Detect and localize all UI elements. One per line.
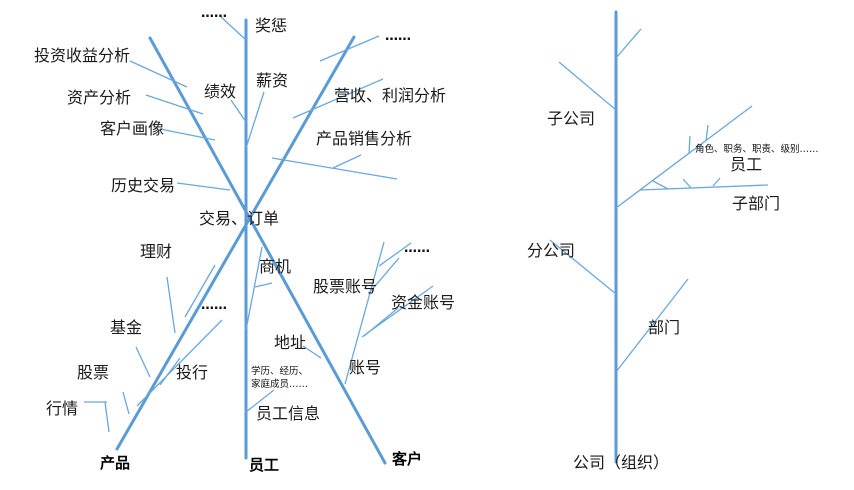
branch-history (176, 182, 231, 191)
branch-fund-account-sub (363, 307, 399, 337)
branch-family (245, 389, 275, 413)
branch-asset (145, 94, 204, 115)
branch-employee-axis (615, 105, 753, 209)
label-fund-account: 资金账号 (391, 293, 455, 312)
branch-revenue (292, 78, 384, 119)
branch-opportunity-sub (254, 282, 273, 288)
branch-dots-lower-right (378, 242, 412, 267)
branch-address (302, 345, 322, 359)
branch-account (344, 241, 385, 385)
label-account: 账号 (349, 358, 381, 377)
branch-employee-sub-b (705, 124, 709, 142)
branch-employee-sub-a (688, 135, 691, 155)
label-quote: 行情 (46, 399, 78, 418)
branch-stock-account (368, 257, 400, 294)
label-root-company: 公司（组织） (573, 453, 669, 472)
label-center: 交易、订单 (199, 209, 279, 228)
label-performance: 绩效 (204, 82, 236, 101)
label-product-sales: 产品销售分析 (316, 129, 412, 148)
label-dots-upper-right: …… (385, 29, 411, 44)
branch-investment (129, 60, 188, 88)
label-address: 地址 (274, 333, 306, 352)
branch-fund (135, 346, 151, 378)
branch-branch (549, 239, 617, 295)
label-root-customer: 客户 (391, 450, 422, 468)
branch-profile (159, 128, 216, 141)
label-employee: 员工 (730, 155, 762, 174)
axis-product-to-top-left (115, 35, 356, 451)
label-investment-analysis: 投资收益分析 (34, 46, 130, 65)
label-ipo: 投行 (176, 363, 208, 382)
branch-wealth (166, 276, 176, 334)
branch-top-right (615, 28, 642, 59)
branch-sub-department-b (682, 178, 692, 189)
branch-stock (122, 391, 130, 415)
branch-subsidiary (558, 61, 617, 111)
branch-ipo-sub (159, 357, 181, 386)
label-education: 学历、经历、 (251, 365, 308, 377)
label-reward: 奖惩 (255, 16, 287, 35)
label-root-product: 产品 (100, 454, 130, 472)
label-root-employee: 员工 (249, 456, 279, 474)
label-stock: 股票 (77, 363, 109, 382)
label-stock-account: 股票账号 (313, 277, 377, 296)
label-asset-analysis: 资产分析 (67, 88, 131, 107)
label-wealth: 理财 (140, 242, 172, 261)
branch-salary (245, 91, 265, 149)
label-history-trade: 历史交易 (111, 176, 175, 195)
branch-product-sales (271, 157, 398, 180)
branch-ipo (136, 319, 223, 407)
branch-dots-right (319, 35, 380, 62)
label-opportunity: 商机 (259, 257, 291, 276)
branch-department (615, 278, 689, 373)
branch-performance (230, 99, 247, 123)
label-salary: 薪资 (256, 71, 288, 90)
label-revenue-profit: 营收、利润分析 (334, 86, 446, 105)
label-roles: 角色、职务、职责、级别…… (695, 143, 819, 155)
label-fund: 基金 (110, 318, 142, 337)
label-employee-info: 员工信息 (256, 404, 320, 423)
label-branch: 分公司 (527, 241, 575, 260)
label-family: 家庭成员…… (251, 378, 308, 390)
branch-sub-department-c (712, 177, 721, 187)
label-dots-top: …… (201, 6, 227, 21)
branch-opportunity (245, 246, 263, 331)
branch-product-sales-sub (332, 154, 362, 169)
label-dots-lower-left: …… (201, 298, 227, 313)
label-customer-profile: 客户画像 (100, 119, 164, 138)
label-department: 部门 (648, 318, 680, 337)
branch-sub-department (639, 184, 769, 191)
branch-quote (104, 401, 110, 433)
label-dots-lower-right: …… (404, 241, 430, 256)
branch-dots-left (184, 264, 216, 318)
branch-sub-department-a (652, 180, 669, 190)
label-subsidiary: 子公司 (547, 109, 595, 128)
label-sub-department: 子部门 (732, 194, 780, 213)
branch-reward (219, 15, 247, 41)
